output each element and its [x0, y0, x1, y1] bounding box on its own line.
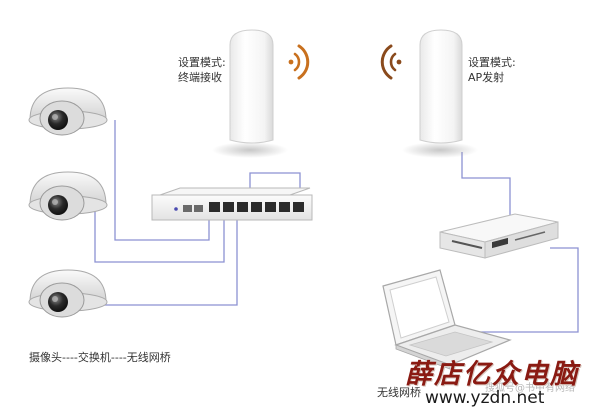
transmitter-mode-line1: 设置模式:: [468, 56, 516, 69]
wifi-signal-icon-left: [288, 44, 310, 80]
network-switch: [151, 187, 313, 221]
cable-camera1-switch: [114, 120, 210, 241]
cable-camera2-switch: [94, 210, 225, 263]
receiver-mode-line1: 设置模式:: [178, 56, 226, 69]
transmitter-mode-line2: AP发射: [468, 71, 505, 84]
cable-switch-ap-left: [249, 172, 301, 190]
receiver-mode-line2: 终端接收: [178, 71, 222, 84]
dome-camera-1: [28, 87, 108, 136]
cable-nvr-laptop: [470, 247, 579, 333]
receiver-mode-label: 设置模式: 终端接收: [178, 55, 226, 85]
watermark-brand: 薛店亿众电脑: [405, 359, 579, 390]
dome-camera-3: [28, 269, 108, 318]
dome-camera-2: [28, 171, 108, 221]
wireless-bridge-transmitter: [402, 29, 478, 158]
watermark-faint-text: 搜狐号@书中有网络: [485, 383, 575, 394]
wireless-bridge-caption: 无线网桥: [377, 386, 421, 399]
laptop: [382, 269, 512, 370]
camera-switch-bridge-caption: 摄像头----交换机----无线网桥: [29, 351, 171, 364]
wifi-signal-icon-right: [380, 44, 402, 80]
cable-ap-right-nvr: [461, 152, 511, 228]
watermark-url: www.yzdn.net: [425, 388, 545, 408]
cable-camera3-switch: [95, 218, 238, 306]
wireless-bridge-receiver: [212, 29, 288, 158]
video-recorder: [439, 213, 559, 259]
cables: [94, 120, 579, 333]
transmitter-mode-label: 设置模式: AP发射: [468, 55, 516, 85]
